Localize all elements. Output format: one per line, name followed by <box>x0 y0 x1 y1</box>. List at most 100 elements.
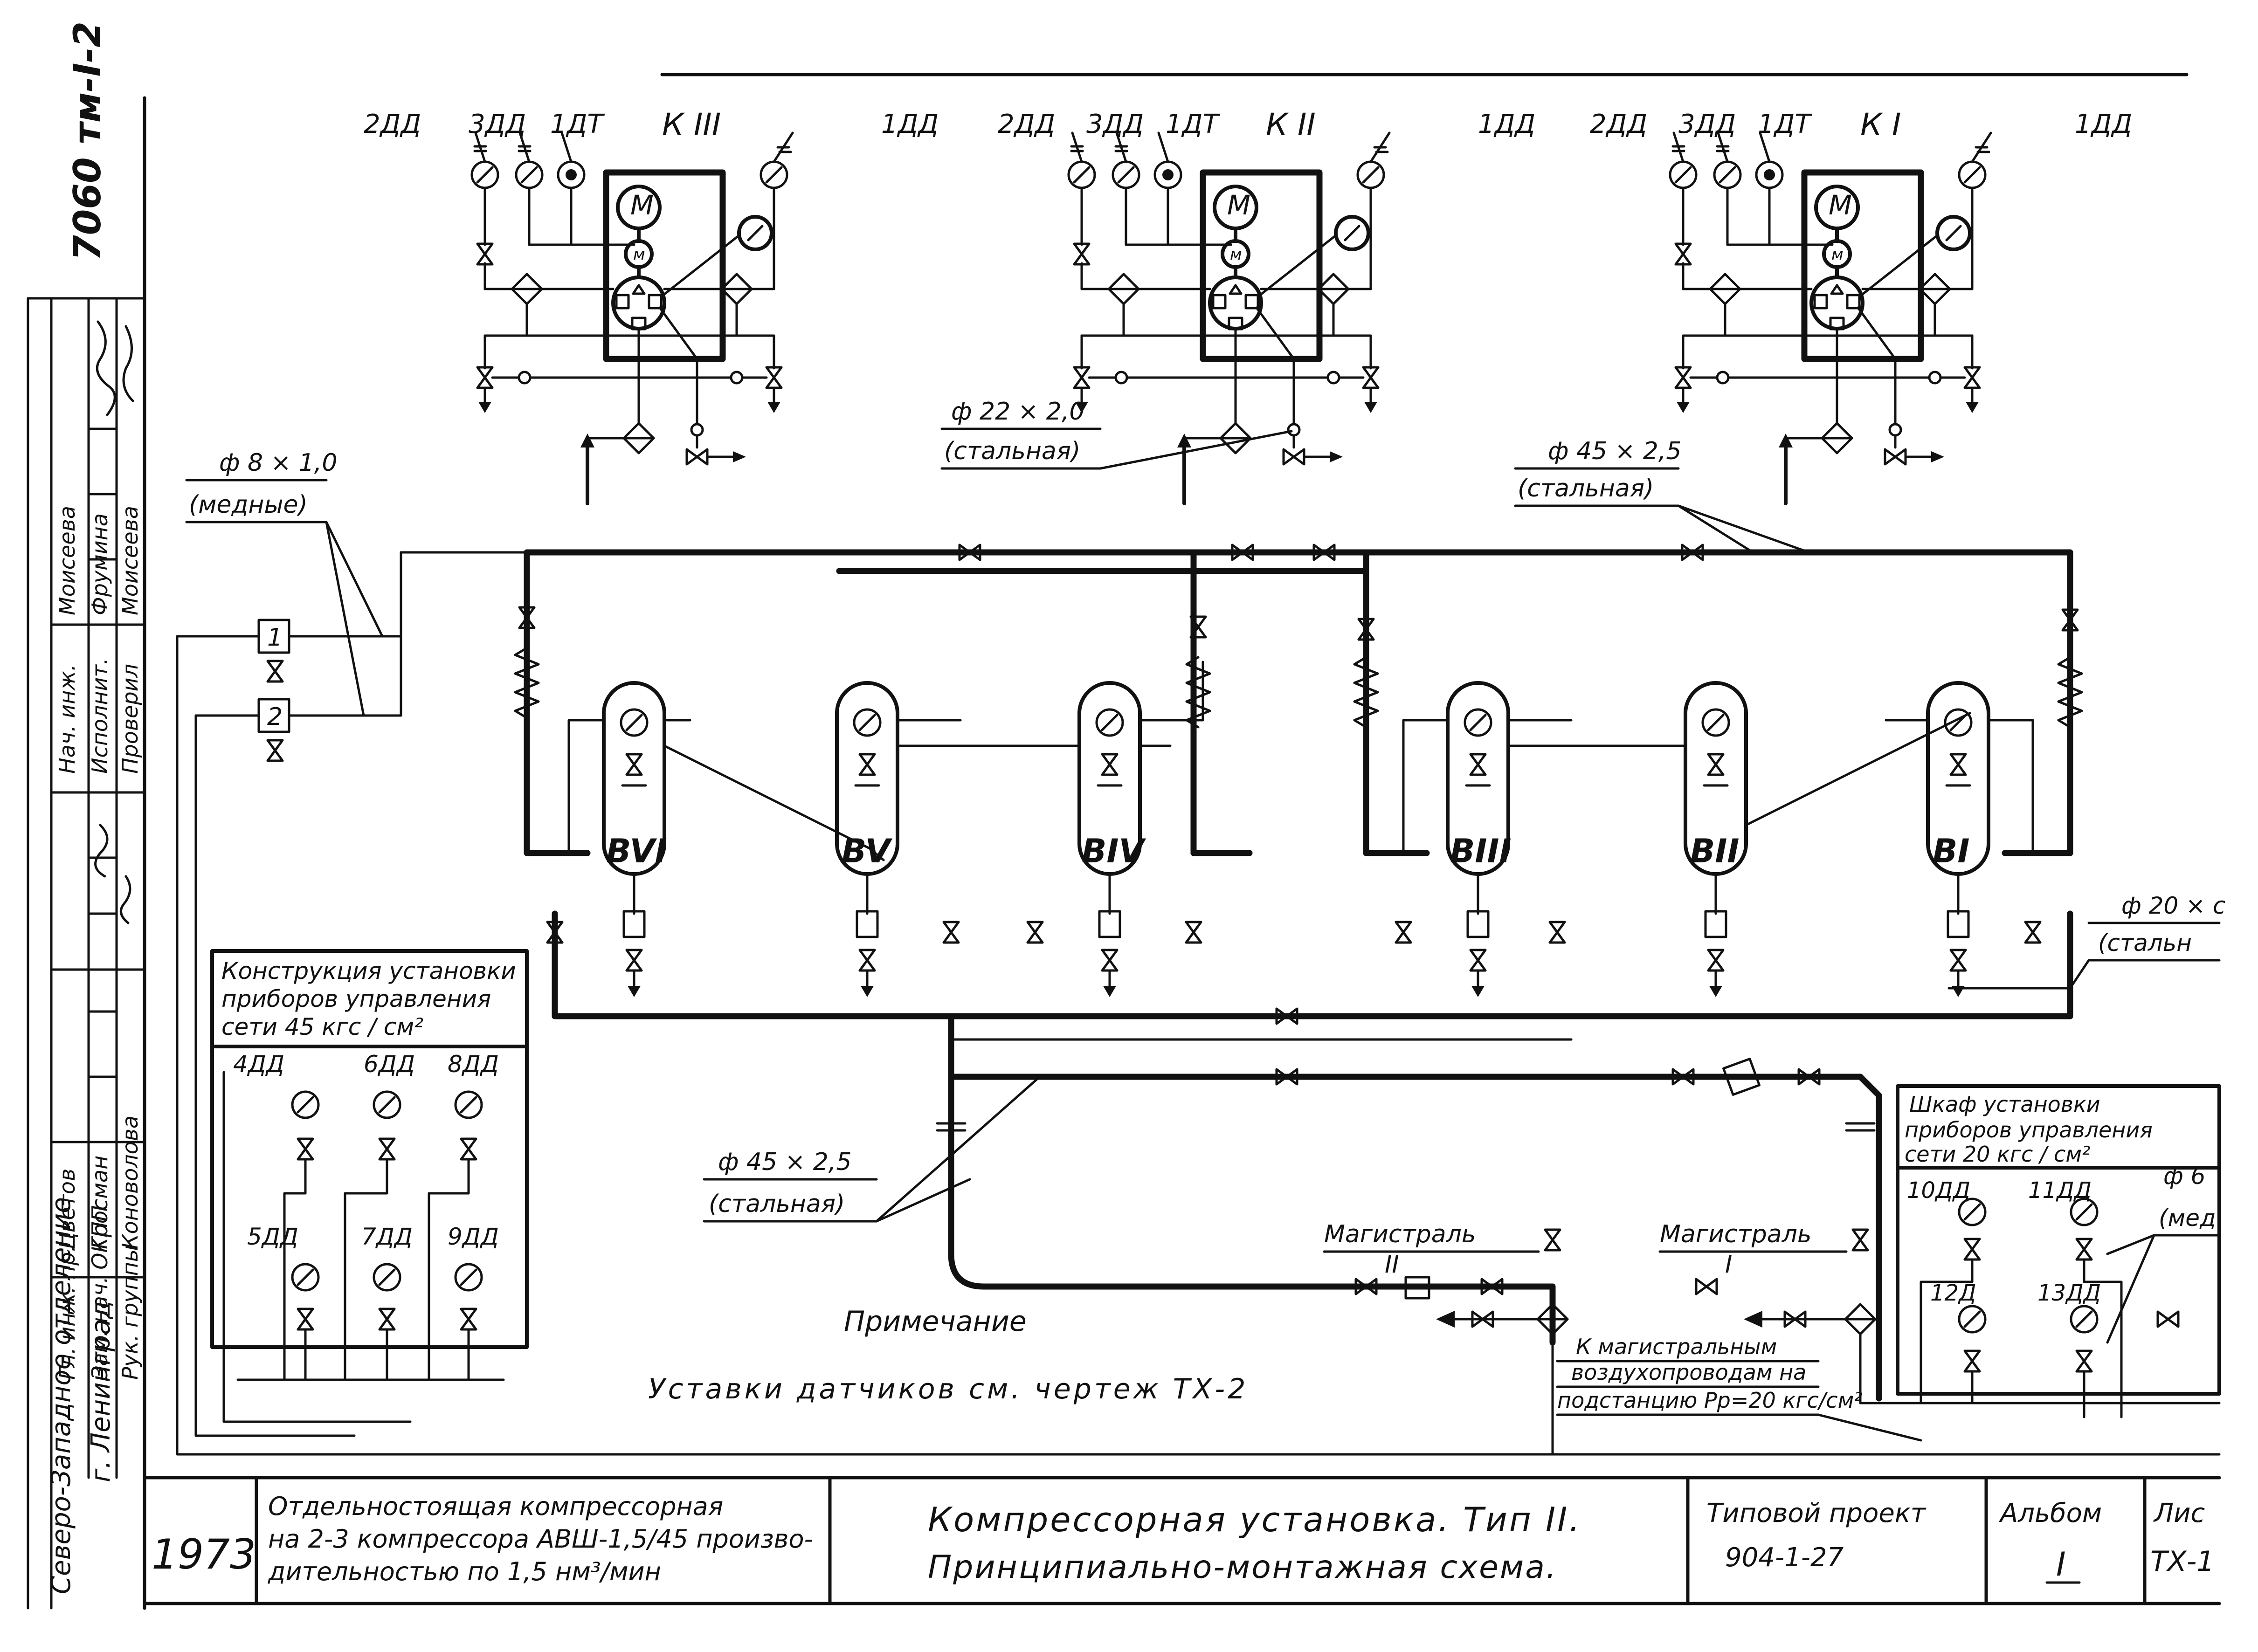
panel-left-title-3: сети 45 кгс / см² <box>221 1013 423 1040</box>
receiver-label-2: BII <box>1690 832 1739 870</box>
sheet-value: ТХ-1 <box>2150 1545 2215 1578</box>
org-line1: Северо-Западное отделение <box>46 1197 76 1594</box>
description-1: Отдельностоящая компрессорная <box>268 1492 723 1521</box>
substation-note-3: подстанцию Pр=20 кгс/см² <box>1557 1388 1863 1413</box>
receiver-label-3: BIII <box>1450 832 1512 870</box>
cabinet-2-label: 2 <box>267 703 283 731</box>
compressor-3-sensor-1: 2ДД <box>364 109 421 139</box>
role-3: Рук. группы <box>117 1245 143 1380</box>
side-stamp: 7060 тм-I-2 Северо-Западное отделение г.… <box>46 21 146 1610</box>
compressor-1-sensor-2: 3ДД <box>1678 109 1736 139</box>
name-4: Моисеева <box>55 506 80 615</box>
motor-big-2: M <box>1227 189 1250 221</box>
name-1: Цветов <box>55 1169 80 1249</box>
pipe-right-material: (мед <box>2159 1205 2216 1232</box>
motor-small-2: м <box>1230 245 1242 264</box>
project-label: Типовой проект <box>1706 1498 1927 1528</box>
compressor-unit-2: К II 2ДД 3ДД 1ДТ 1ДД M м <box>998 107 1535 503</box>
sheet-label: Лис <box>2153 1498 2205 1528</box>
role-1: Гл. инж. пр. <box>55 1245 80 1380</box>
main-line-labels: Магистраль II Магистраль I К магистральн… <box>1323 1220 1922 1442</box>
compressor-2-sensor-2: 3ДД <box>1086 109 1144 139</box>
panel-right-sensor-13: 13ДД <box>2037 1280 2101 1306</box>
panel-right-title-2: приборов управления <box>1905 1117 2153 1143</box>
compressor-3-sensor-3: 1ДТ <box>550 109 605 139</box>
org-line2: г. Ленинград <box>86 1301 116 1482</box>
compressor-unit-1: К I 2ДД 3ДД 1ДТ 1ДД M м <box>1590 107 2132 503</box>
compressor-2-sensor-3: 1ДТ <box>1166 109 1220 139</box>
motor-small-1: м <box>1831 245 1844 264</box>
panel-left-sensor-4: 4ДД <box>233 1051 284 1078</box>
note-title: Примечание <box>844 1305 1027 1338</box>
project-number: 904-1-27 <box>1725 1542 1844 1573</box>
main-2-label: Магистраль <box>1324 1220 1476 1248</box>
compressor-1-sensor-right: 1ДД <box>2075 109 2132 139</box>
description-3: дительностью по 1,5 нм³/мин <box>268 1557 661 1586</box>
panel-right-title-3: сети 20 кгс / см² <box>1905 1142 2090 1167</box>
substation-note-2: воздухопроводам на <box>1571 1360 1806 1385</box>
album-label: Альбом <box>1999 1498 2102 1528</box>
pipe-45-top-material: (стальная) <box>1518 475 1654 502</box>
role-6: Проверил <box>117 664 143 774</box>
lower-collector <box>547 910 2221 1456</box>
receiver-label-4: BIV <box>1082 832 1146 870</box>
main-header-pipe <box>514 545 2083 856</box>
compressor-2-label: К II <box>1266 107 1316 143</box>
pipe-20-label: ф 20 × с <box>2121 892 2225 919</box>
pipe-45-bottom-label: ф 45 × 2,5 <box>718 1148 851 1176</box>
compressor-3-label: К III <box>662 107 721 143</box>
panel-left-sensor-6: 6ДД <box>364 1051 415 1078</box>
pipe-8-material: (медные) <box>189 491 308 519</box>
panel-right-title-1: Шкаф установки <box>1909 1092 2100 1117</box>
panel-left-title-1: Конструкция установки <box>221 957 516 984</box>
motor-big-3: M <box>630 189 654 221</box>
name-3: Коноволова <box>117 1115 143 1249</box>
pipe-right-label: ф 6 <box>2163 1163 2205 1190</box>
note-text: Уставки датчиков см. чертеж ТХ-2 <box>648 1373 1248 1405</box>
motor-small-3: м <box>633 245 645 264</box>
receivers: BVI BV BIV BIII BII BI <box>567 661 2034 997</box>
pipe-8-label: ф 8 × 1,0 <box>219 449 337 477</box>
note: Примечание Уставки датчиков см. чертеж Т… <box>648 1305 1248 1405</box>
pipe-22-label: ф 22 × 2,0 <box>951 398 1084 426</box>
cabinet-1-label: 1 <box>267 624 283 652</box>
year: 1973 <box>152 1530 256 1578</box>
panel-left-title-2: приборов управления <box>221 985 491 1012</box>
panel-right-sensor-10: 10ДД <box>1907 1177 1970 1204</box>
substation-note-1: К магистральным <box>1576 1334 1777 1359</box>
name-5: Фрумина <box>87 513 112 615</box>
drawing-frame <box>27 73 2221 1610</box>
pipe-labels: ф 8 × 1,0 (медные) ф 22 × 2,0 (стальная)… <box>185 398 2225 1344</box>
panel-right: Шкаф установки приборов управления сети … <box>1896 1084 2221 1418</box>
compressor-1-sensor-3: 1ДТ <box>1758 109 1812 139</box>
drawing-title-2: Принципиально-монтажная схема. <box>928 1549 1558 1586</box>
album-value: I <box>2056 1545 2066 1583</box>
panel-left-sensor-8: 8ДД <box>448 1051 499 1078</box>
compressor-3-sensor-right: 1ДД <box>881 109 939 139</box>
pipe-45-top-label: ф 45 × 2,5 <box>1548 437 1681 465</box>
panel-left-sensor-5: 5ДД <box>247 1223 298 1250</box>
description-2: на 2-3 компрессора АВШ-1,5/45 произво- <box>268 1524 813 1554</box>
compressor-2-sensor-1: 2ДД <box>998 109 1055 139</box>
role-4: Нач. инж. <box>55 664 80 774</box>
compressor-1-label: К I <box>1860 107 1901 143</box>
motor-big-1: M <box>1829 189 1852 221</box>
drawing-title-1: Компрессорная установка. Тип II. <box>928 1500 1581 1539</box>
pipe-20-material: (стальн <box>2098 929 2192 957</box>
compressor-3-sensor-2: 3ДД <box>469 109 526 139</box>
panel-left: Конструкция установки приборов управлени… <box>210 949 529 1423</box>
compressor-unit-3: К III 2ДД 3ДД 1ДТ 1ДД M м <box>364 107 939 503</box>
doc-code: 7060 тм-I-2 <box>66 21 109 261</box>
main-2-num: II <box>1385 1251 1399 1279</box>
compressor-2-sensor-right: 1ДД <box>1478 109 1535 139</box>
control-cabinets: 1 2 <box>176 551 1554 1456</box>
panel-left-sensor-9: 9ДД <box>448 1223 499 1250</box>
panel-right-sensor-12: 12Д <box>1930 1280 1976 1306</box>
role-5: Исполнит. <box>87 658 112 774</box>
compressor-1-sensor-1: 2ДД <box>1590 109 1647 139</box>
role-2: Зам. нач. ОКПП <box>87 1205 112 1380</box>
main-1-num: I <box>1725 1251 1732 1279</box>
main-1-label: Магистраль <box>1660 1220 1811 1248</box>
pipe-22-material: (стальная) <box>944 437 1080 465</box>
